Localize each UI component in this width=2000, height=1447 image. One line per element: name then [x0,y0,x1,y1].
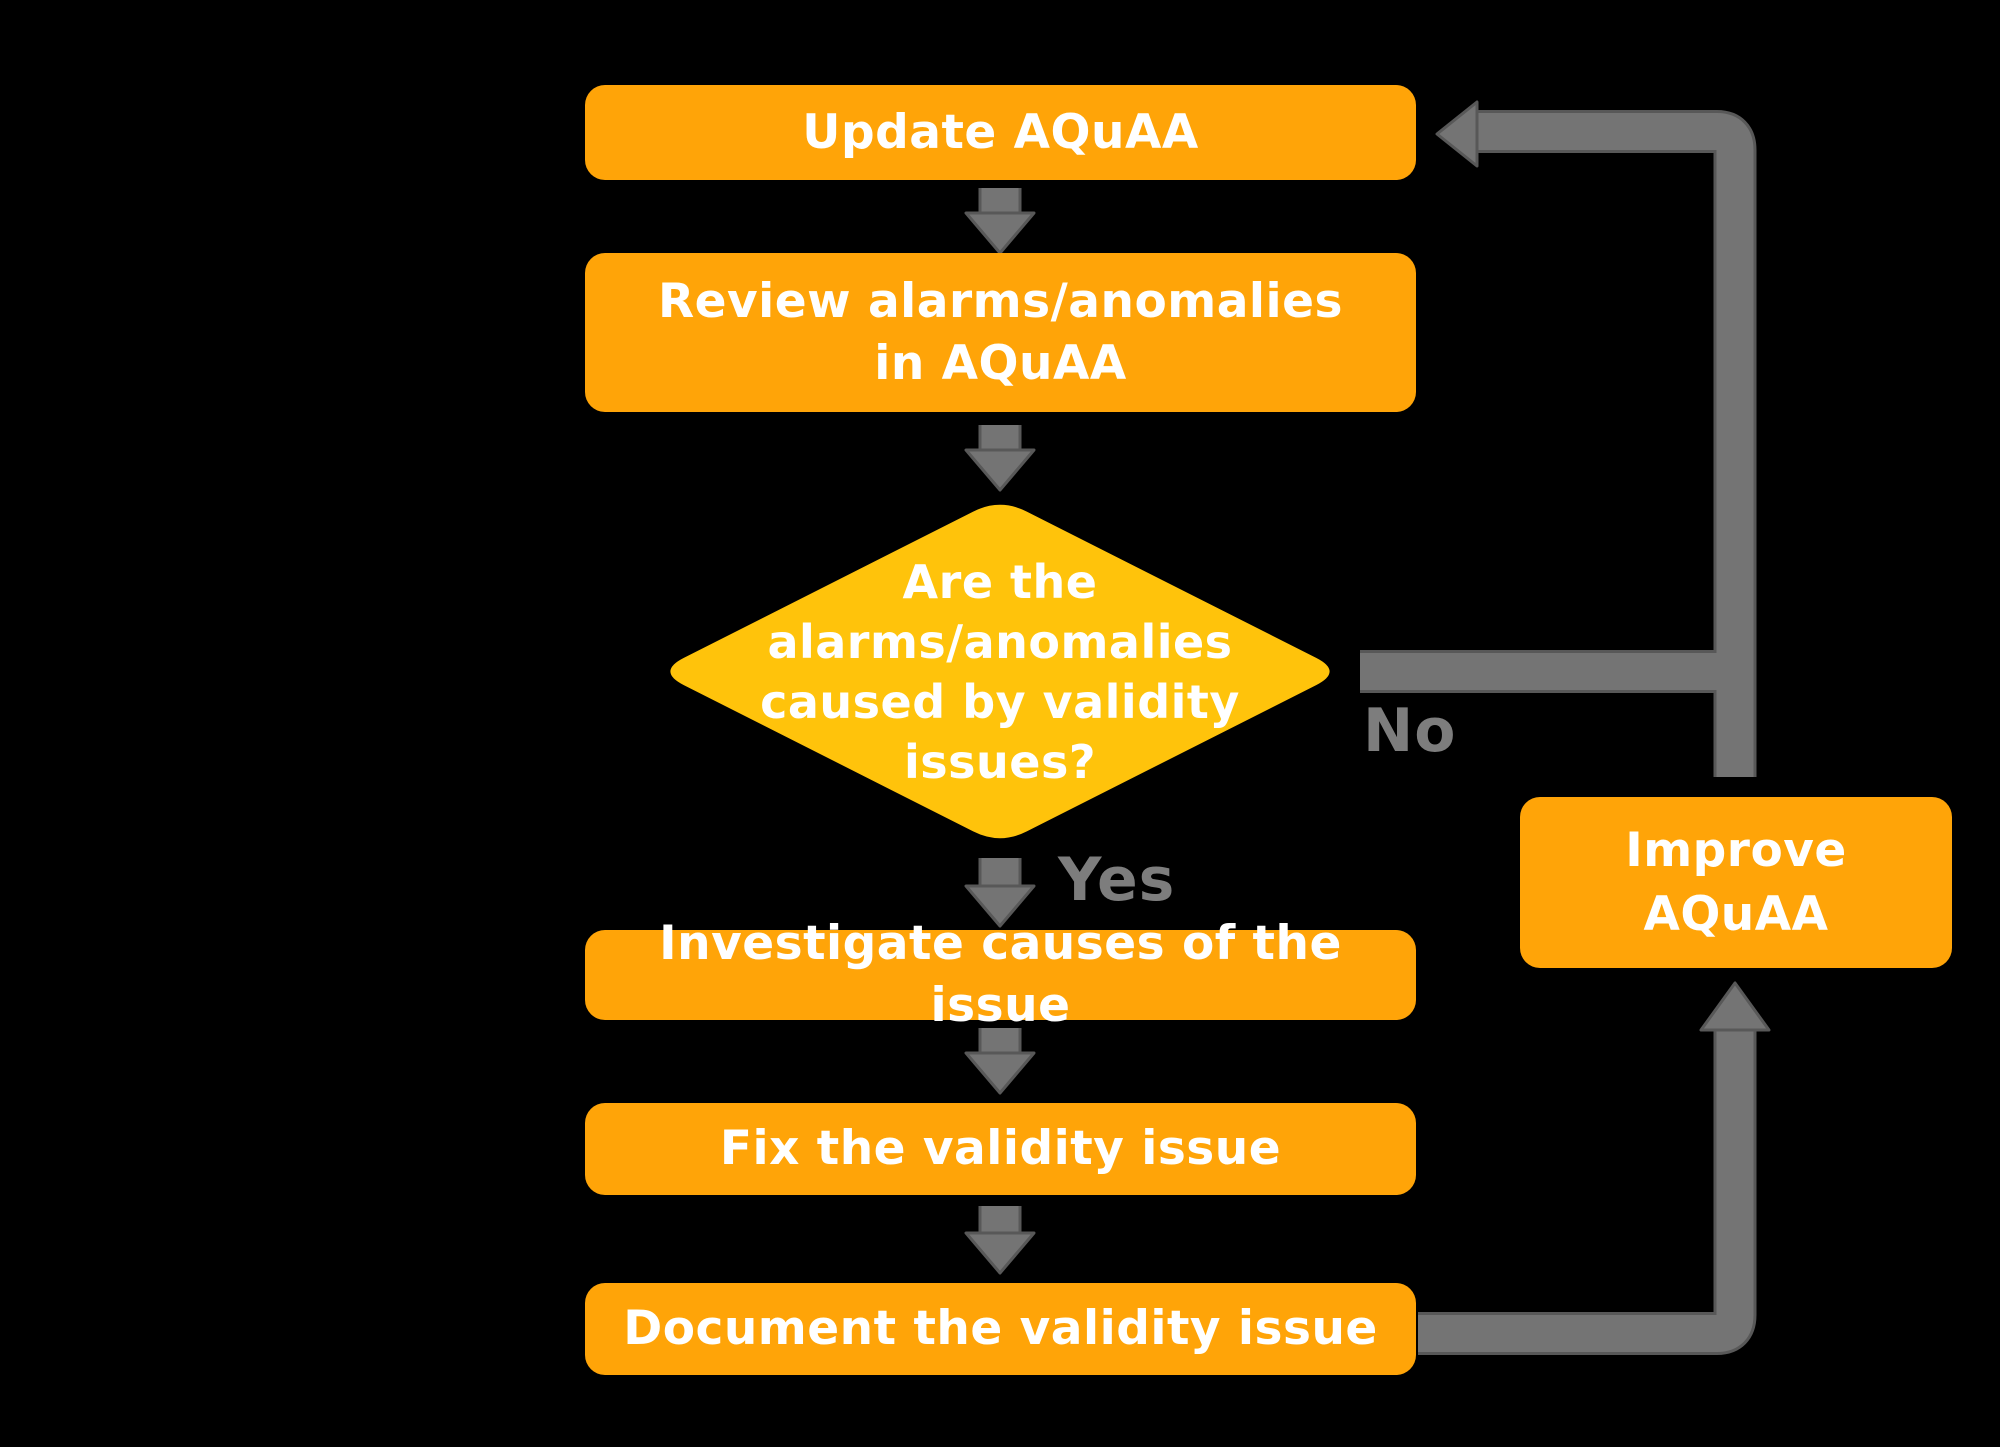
improve-aquaa-label-line2: AQuAA [1643,886,1829,942]
arrowhead-into-improve-icon [1699,981,1771,1032]
fix-validity-issue-box: Fix the validity issue [585,1103,1416,1195]
down-arrowhead-2-icon [964,448,1036,492]
review-alarms-label-line2: in AQuAA [874,335,1127,391]
review-alarms-label-line1: Review alarms/anomalies [657,273,1344,329]
improve-aquaa-box: Improve AQuAA [1520,797,1952,968]
update-aquaa-label: Update AQuAA [802,104,1199,160]
decision-diamond-text: Are the alarms/anomalies caused by valid… [657,498,1343,845]
loop-connector [1472,113,1754,777]
decision-line4: issues? [903,734,1097,789]
investigate-causes-box: Investigate causes of the issue [585,916,1416,1033]
improve-aquaa-label-line1: Improve [1625,822,1847,878]
investigate-causes-label: Investigate causes of the issue [659,916,1342,1033]
yes-edge-label: Yes [1058,845,1176,915]
fix-validity-issue-label: Fix the validity issue [719,1121,1282,1176]
down-arrowhead-4-icon [964,1231,1036,1275]
arrowhead-into-update-icon [1435,100,1479,168]
document-validity-issue-label: Document the validity issue [623,1301,1378,1356]
decision-line3: caused by validity [760,674,1240,729]
down-arrowhead-yes-icon [964,884,1036,928]
down-arrowhead-3-icon [964,1051,1036,1095]
no-edge-label: No [1363,696,1457,766]
update-aquaa-box: Update AQuAA [585,85,1416,180]
document-validity-issue-box: Document the validity issue [585,1283,1416,1375]
decision-diamond-shape [670,504,1330,839]
decision-line1: Are the [902,554,1098,609]
decision-line2: alarms/anomalies [767,614,1233,669]
review-alarms-box: Review alarms/anomalies in AQuAA [585,253,1416,412]
document-to-improve-connector [1418,1029,1754,1352]
document-to-improve-connector-outline [1418,1029,1757,1355]
down-arrowhead-1-icon [964,211,1036,255]
